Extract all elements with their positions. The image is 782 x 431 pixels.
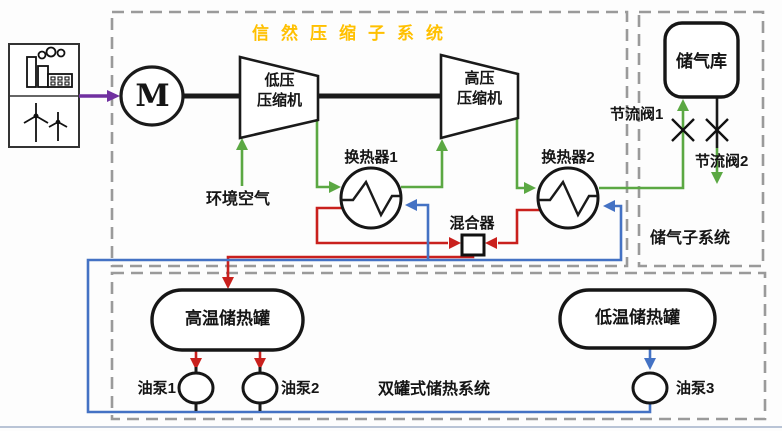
heat-exchanger-1-symbol (339, 166, 403, 230)
motor-label: M (135, 78, 170, 114)
hot-tank-label: 高温储热罐 (185, 309, 270, 328)
hp-compressor-shape (439, 53, 520, 140)
mixer-label: 混合器 (449, 215, 495, 232)
motor-shape (119, 65, 185, 127)
mixer-shape (460, 233, 486, 257)
screenshot-bottom-edge (0, 426, 782, 428)
wind-turbine-icon (23, 103, 68, 142)
throttle-valve-2-icon (705, 118, 729, 142)
heat-exchanger-2-symbol (536, 166, 600, 230)
cold-oil-arrowheads (405, 199, 656, 370)
gas-subsystem-label: 储气子系统 (650, 230, 731, 247)
electric-power-arrow (79, 90, 120, 102)
lp-compressor-label: 低压 压缩机 (256, 72, 302, 110)
oil-pump-3-label: 油泵3 (676, 380, 715, 397)
cold-tank-shape (558, 288, 717, 350)
hot-oil-arrowheads (190, 237, 497, 370)
throttle-valve-1-label: 节流阀1 (610, 106, 664, 123)
throttle-valve-1-icon (671, 118, 695, 142)
gas-tank-label: 储气库 (676, 52, 727, 71)
cold-oil-lines (86, 203, 652, 414)
compression-subsystem-border (110, 10, 629, 268)
diagram-title: 信然压缩子系统 (252, 24, 455, 43)
gas-tank-shape (663, 21, 740, 99)
gas-storage-subsystem-border (637, 10, 765, 268)
heat-exchanger-1-label: 换热器1 (344, 149, 398, 166)
oil-pump-2-shape (241, 371, 279, 405)
heat-exchanger-2-label: 换热器2 (541, 149, 595, 166)
air-flow-arrowheads (236, 99, 723, 194)
power-source-box (8, 43, 80, 148)
lp-compressor-shape (238, 55, 320, 140)
heat-storage-subsystem-border (110, 271, 767, 421)
ambient-air-label: 环境空气 (205, 191, 270, 208)
oil-pump-2-label: 油泵2 (281, 380, 320, 397)
throttle-valve-2-label: 节流阀2 (695, 153, 749, 170)
oil-pump-3-shape (631, 371, 669, 405)
oil-pump-1-label: 油泵1 (137, 380, 176, 397)
oil-pump-1-shape (177, 371, 215, 405)
hot-tank-shape (150, 288, 305, 352)
cold-tank-label: 低温储热罐 (595, 308, 680, 327)
air-flow-lines (240, 111, 719, 190)
hp-compressor-label: 高压 压缩机 (456, 70, 502, 108)
heat-subsystem-label: 双罐式储热系统 (378, 381, 491, 398)
factory-icon (26, 46, 73, 88)
